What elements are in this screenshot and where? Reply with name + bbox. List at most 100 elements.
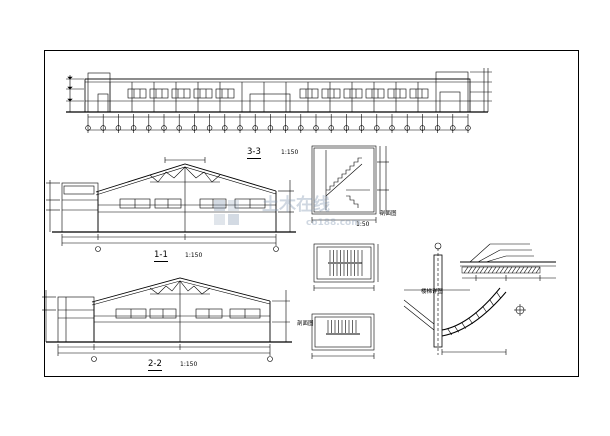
floor-hatch-line bbox=[487, 266, 493, 274]
section-3-3-scale: 1:150 bbox=[281, 149, 299, 156]
watermark-domain: co188.com bbox=[306, 218, 361, 228]
elevation-window bbox=[149, 88, 169, 99]
ramp-hatch-line bbox=[489, 299, 494, 306]
grid-axis-bubble bbox=[85, 125, 91, 131]
elevation-window bbox=[215, 88, 235, 99]
grid-axis-bubble bbox=[404, 125, 410, 131]
elevation-window bbox=[343, 88, 363, 99]
grid-axis-bubble bbox=[267, 125, 274, 131]
grid-axis-bubble bbox=[465, 125, 471, 131]
grid-axis-bubble bbox=[328, 125, 334, 131]
section-1-1 bbox=[46, 157, 296, 252]
ramp-hatch-line bbox=[475, 312, 480, 319]
floor-hatch-line bbox=[471, 266, 477, 274]
stair-plan-lower bbox=[311, 313, 375, 359]
floor-hatch-line bbox=[523, 266, 529, 274]
elevation-window bbox=[299, 88, 319, 99]
grid-axis-bubble bbox=[100, 125, 106, 131]
floor-hatch-line bbox=[463, 266, 469, 274]
floor-hatch-line bbox=[495, 266, 501, 274]
stair-plan-upper bbox=[313, 243, 379, 291]
ramp-detail-label: 楼梯详图 bbox=[421, 289, 444, 295]
watermark-logo-icon bbox=[212, 198, 242, 228]
grid-axis-bubble bbox=[313, 125, 319, 131]
elevation-window bbox=[409, 88, 429, 99]
elevation-dimension-ticks bbox=[87, 114, 469, 133]
grid-axis-bubble bbox=[237, 125, 243, 131]
section-3-3-number: 3-3 bbox=[247, 147, 261, 157]
floor-hatch-line bbox=[467, 266, 473, 274]
elevation-grid-axes bbox=[85, 125, 471, 131]
stair-section-label: 剖面图 bbox=[380, 211, 397, 217]
sheet-border bbox=[44, 50, 579, 377]
section-3-3-title: 3-3 bbox=[247, 148, 261, 159]
floor-hatch-line bbox=[527, 266, 533, 274]
elevation-window bbox=[365, 88, 385, 99]
section-1-1-windows bbox=[119, 198, 266, 209]
section-2-2-title: 2-2 bbox=[148, 360, 162, 371]
grid-axis-bubble bbox=[130, 125, 137, 131]
section-2-2-windows bbox=[115, 308, 261, 319]
grid-axis-bubble bbox=[146, 125, 152, 131]
ramp-hatch-line bbox=[496, 291, 501, 299]
elevation-pilasters bbox=[109, 82, 419, 112]
floor-hatch-line bbox=[519, 266, 525, 274]
grid-axis-bubble bbox=[191, 125, 198, 131]
grid-axis-bubble bbox=[434, 125, 441, 131]
grid-axis-bubble bbox=[161, 125, 167, 131]
elevation-door-right bbox=[439, 91, 461, 113]
floor-hatch-line bbox=[515, 266, 521, 274]
grid-axis-bubble bbox=[450, 125, 456, 131]
section-2-2-number: 2-2 bbox=[148, 359, 162, 369]
section-1-1-scale: 1:150 bbox=[185, 252, 203, 259]
stair-section bbox=[311, 145, 389, 223]
floor-layer-detail bbox=[460, 243, 556, 281]
floor-hatch-line bbox=[511, 266, 517, 274]
ramp-hatch-line bbox=[468, 317, 473, 325]
long-elevation bbox=[66, 68, 492, 133]
grid-axis-bubble bbox=[419, 125, 426, 131]
grid-axis-bubble bbox=[343, 125, 350, 131]
grid-axis-bubble bbox=[222, 125, 228, 131]
floor-hatch-line bbox=[507, 266, 513, 274]
grid-axis-bubble bbox=[374, 125, 380, 131]
section-2-2 bbox=[42, 277, 292, 362]
elevation-door-left bbox=[97, 93, 109, 113]
elevation-window bbox=[127, 88, 147, 99]
grid-axis-bubble bbox=[298, 125, 304, 131]
floor-hatch-line bbox=[483, 266, 489, 274]
elevation-window bbox=[387, 88, 407, 99]
elevation-roller-door bbox=[249, 93, 291, 113]
grid-axis-bubble bbox=[389, 125, 395, 131]
elevation-window bbox=[171, 88, 191, 99]
ramp-hatch-line bbox=[461, 322, 466, 329]
ramp-hatch-line bbox=[447, 328, 453, 336]
ramp-hatch-line bbox=[482, 306, 487, 313]
stair-treads-upper bbox=[329, 250, 359, 276]
section-1-1-title: 1-1 bbox=[154, 251, 168, 262]
stair-detail-scale: 1:50 bbox=[356, 221, 370, 228]
floor-hatch-line bbox=[531, 266, 537, 274]
grid-axis-bubble bbox=[282, 125, 289, 131]
section-1-1-number: 1-1 bbox=[154, 250, 168, 260]
grid-axis-bubble bbox=[358, 125, 365, 131]
floor-hatch-line bbox=[491, 266, 497, 274]
elevation-window bbox=[321, 88, 341, 99]
stair-treads-lower bbox=[327, 320, 357, 333]
elevation-left-levels bbox=[66, 75, 84, 112]
grid-axis-bubble bbox=[206, 125, 213, 131]
floor-hatch-line bbox=[503, 266, 509, 274]
stair-plan-label: 剖面图 bbox=[297, 321, 314, 327]
elevation-right-levels bbox=[470, 68, 492, 112]
floor-hatch-line bbox=[475, 266, 481, 274]
ramp-hatch bbox=[447, 291, 501, 336]
floor-hatch-line bbox=[535, 266, 541, 274]
elevation-window bbox=[193, 88, 213, 99]
grid-axis-bubble bbox=[252, 125, 258, 131]
elevation-windows bbox=[127, 88, 429, 99]
floor-hatch bbox=[463, 266, 541, 274]
ramp-hatch-line bbox=[454, 326, 460, 333]
